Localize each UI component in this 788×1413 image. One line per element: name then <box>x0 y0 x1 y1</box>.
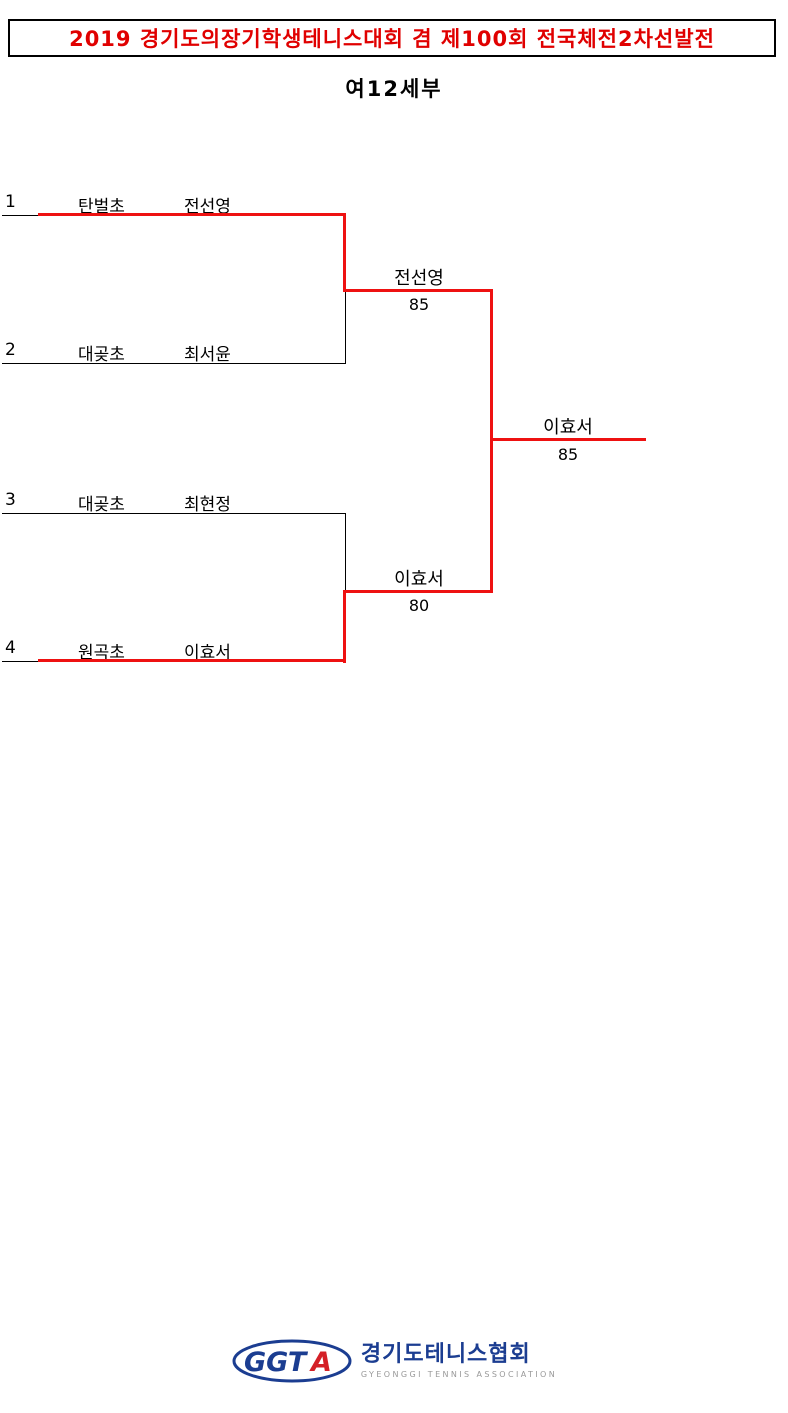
title-box: 2019 경기도의장기학생테니스대회 겸 제100회 전국체전2차선발전 <box>8 19 776 57</box>
final-score: 85 <box>557 445 579 464</box>
tournament-title: 2019 경기도의장기학생테니스대회 겸 제100회 전국체전2차선발전 <box>69 27 715 51</box>
seed-number: 4 <box>5 638 16 658</box>
org-tagline: GYEONGGI TENNIS ASSOCIATION <box>360 1369 558 1379</box>
player-name: 최현정 <box>184 495 231 515</box>
division-subtitle: 여12세부 <box>345 77 443 101</box>
seed-number: 2 <box>5 340 16 360</box>
seed-number: 3 <box>5 490 16 510</box>
match2-connector <box>345 513 346 662</box>
org-name: 경기도테니스협회 <box>360 1342 531 1368</box>
school-name: 대곶초 <box>78 495 125 515</box>
semifinal1-winner-line <box>343 289 493 292</box>
entry1-winner-line <box>38 213 346 216</box>
school-name: 대곶초 <box>78 345 125 365</box>
semifinal1-score: 85 <box>408 295 430 314</box>
entry3-line <box>2 513 346 514</box>
school-name: 탄벌초 <box>78 197 125 217</box>
match2-winner-connector <box>343 590 346 663</box>
semifinal2-score: 80 <box>408 596 430 615</box>
org-block: 경기도테니스협회 GYEONGGI TENNIS ASSOCIATION <box>360 1342 558 1379</box>
final-connector <box>490 289 493 593</box>
final-winner-name: 이효서 <box>543 417 593 438</box>
ggta-logo-icon: GGT A <box>232 1339 352 1383</box>
logo-text-red: A <box>309 1347 332 1378</box>
school-name: 원곡초 <box>78 643 125 663</box>
final-winner-line <box>490 438 646 441</box>
semifinal1-winner-name: 전선영 <box>394 268 444 289</box>
footer: GGT A 경기도테니스협회 GYEONGGI TENNIS ASSOCIATI… <box>0 1338 788 1384</box>
player-name: 전선영 <box>184 197 231 217</box>
semifinal2-winner-name: 이효서 <box>394 569 444 590</box>
seed-number: 1 <box>5 192 16 212</box>
semifinal2-winner-line <box>343 590 493 593</box>
player-name: 최서윤 <box>184 345 231 365</box>
logo-text-blue: GGT <box>244 1347 309 1378</box>
entry4-winner-line <box>38 659 346 662</box>
player-name: 이효서 <box>184 643 231 663</box>
match1-winner-connector <box>343 213 346 292</box>
entry2-line <box>2 363 346 364</box>
